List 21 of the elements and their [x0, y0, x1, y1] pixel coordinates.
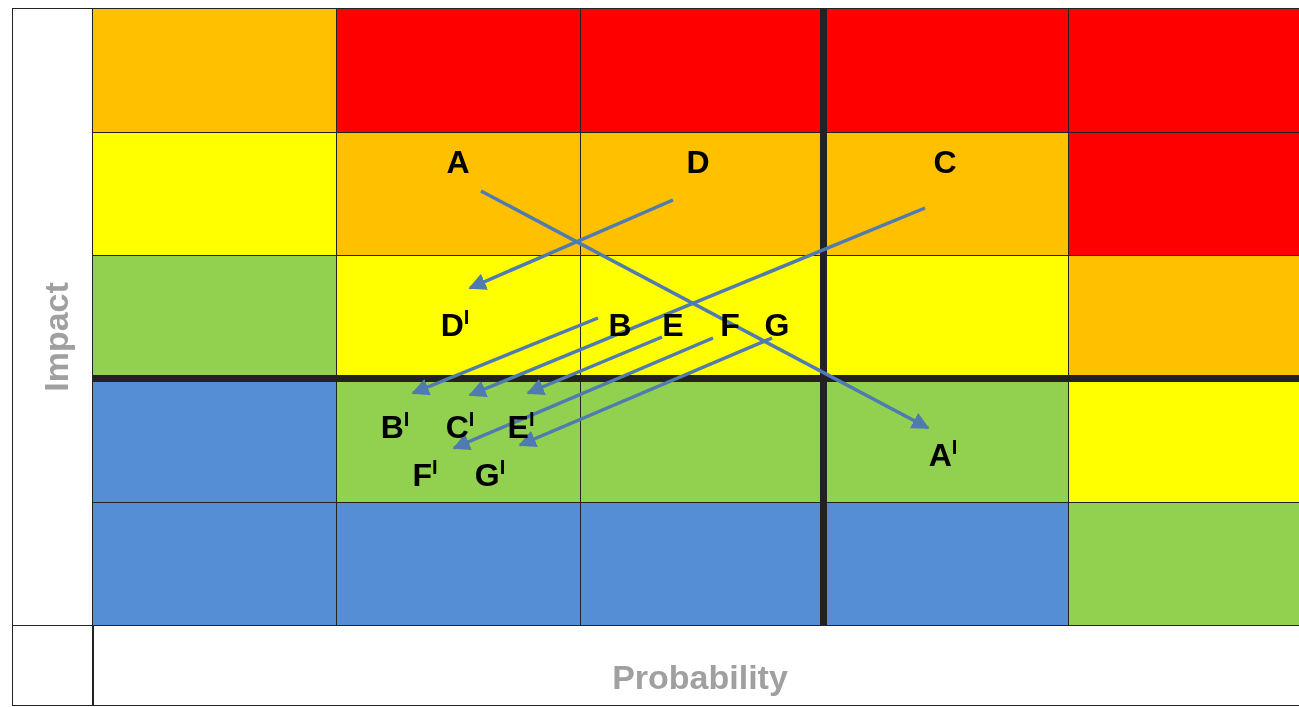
- point-label: A$^{I}$: [928, 439, 958, 471]
- point-label: D$^{I}$: [440, 309, 470, 341]
- arrow: [518, 336, 773, 447]
- point-label: D: [686, 146, 710, 178]
- point-label: C: [933, 146, 957, 178]
- arrow: [468, 198, 674, 290]
- arrow: [452, 336, 714, 450]
- arrow: [411, 316, 599, 396]
- point-label: C$^{I}$: [445, 411, 475, 443]
- axis-label: Probability: [612, 656, 788, 698]
- point-label: E$^{I}$: [507, 411, 535, 443]
- arrow: [480, 189, 930, 430]
- point-label: E: [662, 309, 684, 341]
- point-label: G: [764, 309, 790, 341]
- arrow: [526, 335, 663, 395]
- point-label: F$^{I}$: [412, 459, 438, 491]
- arrow: [468, 206, 926, 398]
- axis-label: Impact: [35, 282, 76, 392]
- point-label: A: [446, 146, 470, 178]
- point-label: B$^{I}$: [380, 411, 410, 443]
- point-label: G$^{I}$: [474, 459, 506, 491]
